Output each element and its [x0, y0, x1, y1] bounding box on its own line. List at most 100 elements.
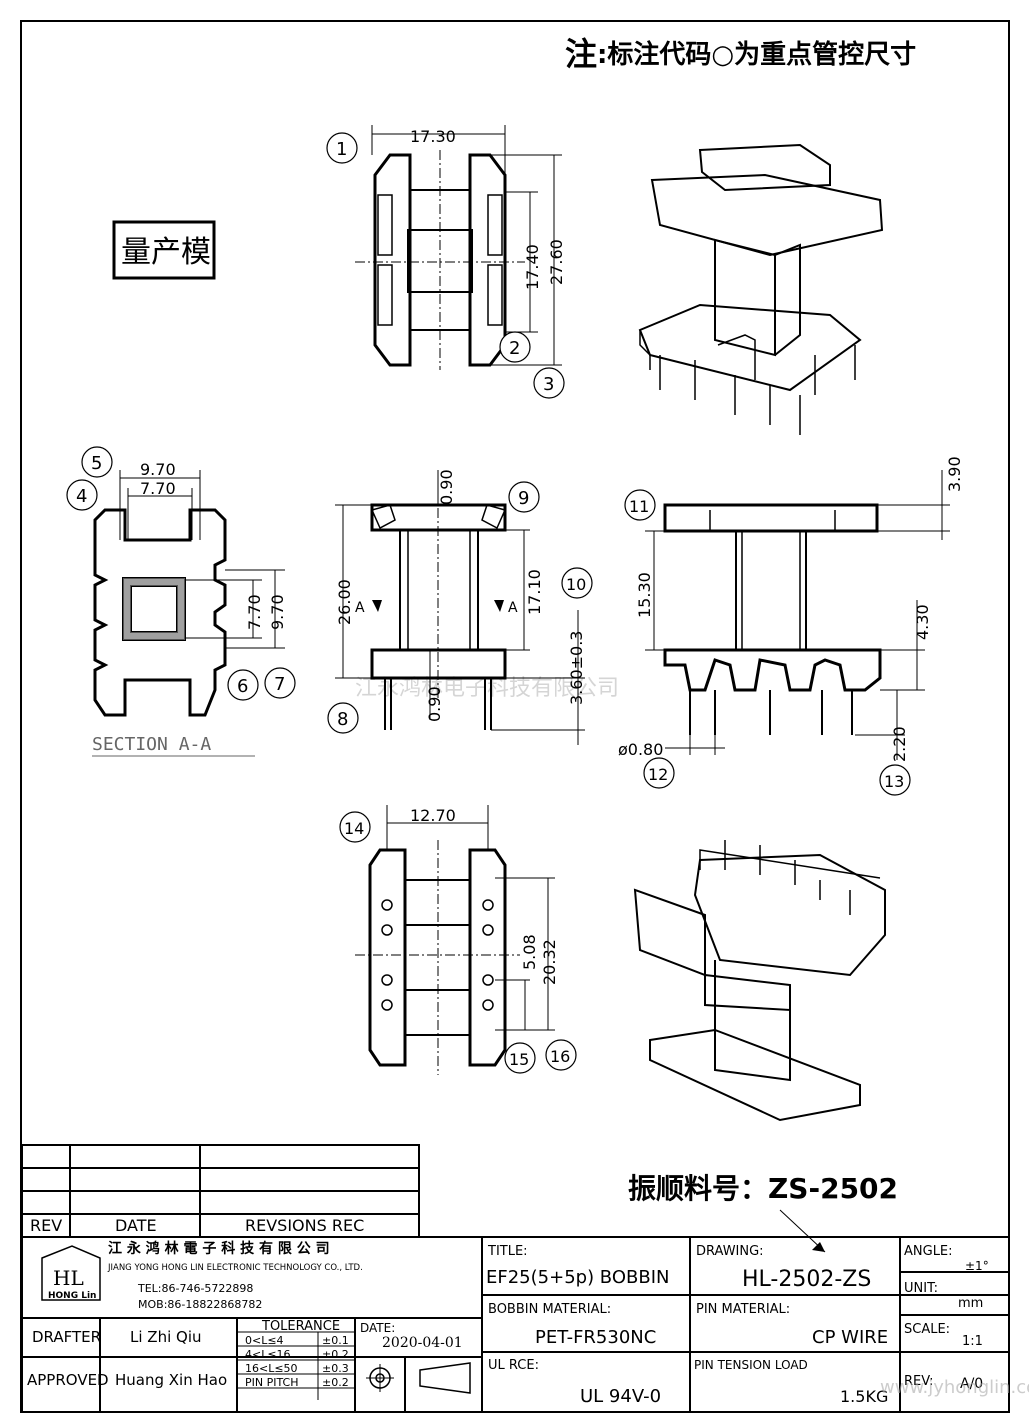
unit-value: mm: [958, 1296, 983, 1311]
date-label: DATE:: [360, 1321, 395, 1335]
ul-value: UL 94V-0: [580, 1386, 661, 1407]
tol-range-3: 16<L≤50: [245, 1362, 298, 1375]
dim-section-inner-height: 7.70: [245, 594, 264, 630]
tolerance-label: TOLERANCE: [261, 1319, 340, 1334]
section-view: 9.70 7.70 7.70 9.70 SECTION A-A: [92, 460, 287, 757]
dim-top-total-height: 27.60: [547, 239, 566, 285]
dim-front-bottom-thickness: 0.90: [425, 686, 444, 722]
pin-tension-value: 1.5KG: [840, 1387, 888, 1406]
projection-symbol: [366, 1362, 471, 1394]
dim-top-inner-height: 17.40: [523, 244, 542, 290]
rev-label: REV:: [904, 1374, 933, 1389]
dim-side-flange-height: 3.90: [945, 456, 964, 492]
revision-table: REV DATE REVSIONS REC: [21, 1144, 420, 1238]
tol-range-4: PIN PITCH: [245, 1376, 299, 1389]
pin-tension-label: PIN TENSION LOAD: [694, 1358, 808, 1372]
bobbin-material-value: PET-FR530NC: [535, 1327, 656, 1348]
pin-material-label: PIN MATERIAL:: [696, 1302, 790, 1317]
approved-value: Huang Xin Hao: [115, 1371, 227, 1389]
balloon-15: 15: [509, 1050, 529, 1069]
watermark-center: 江永鸿林电子科技有限公司: [355, 676, 619, 701]
dim-side-pin-dia: ø0.80: [618, 740, 663, 759]
title-label: TITLE:: [487, 1244, 528, 1259]
dim-front-window: 17.10: [525, 569, 544, 615]
company-tel: TEL:86-746-5722898: [137, 1282, 253, 1295]
tol-value-3: ±0.3: [322, 1362, 349, 1375]
scale-label: SCALE:: [904, 1322, 950, 1337]
rev-value: A/0: [960, 1376, 983, 1392]
balloon-3: 3: [543, 374, 554, 395]
dim-bottom-span: 20.32: [540, 939, 559, 985]
company-name-en: JIANG YONG HONG LIN ELECTRONIC TECHNOLOG…: [107, 1263, 363, 1273]
balloon-16: 16: [550, 1047, 570, 1066]
tol-value-1: ±0.1: [322, 1334, 349, 1347]
tol-value-2: ±0.2: [322, 1348, 349, 1361]
angle-label: ANGLE:: [904, 1244, 953, 1259]
date-value: 2020-04-01: [382, 1335, 463, 1351]
section-outline: [93, 508, 227, 717]
dim-front-pin-length: 3.60±0.3: [567, 631, 586, 705]
angle-value: ±1°: [965, 1259, 989, 1273]
title-value: EF25(5+5p) BOBBIN: [486, 1267, 669, 1288]
balloon-4: 4: [76, 486, 87, 507]
tol-range-1: 0<L≤4: [245, 1334, 284, 1347]
iso-view-bottom: [633, 840, 886, 1122]
tol-value-4: ±0.2: [322, 1376, 349, 1389]
balloon-6: 6: [237, 676, 248, 697]
dim-front-top-thickness: 0.90: [437, 469, 456, 505]
revisions-header: REVSIONS REC: [245, 1216, 364, 1235]
drafter-label: DRAFTER: [32, 1328, 101, 1346]
dim-section-outer-height: 9.70: [268, 594, 287, 630]
logo-letters: HL: [53, 1266, 84, 1290]
date-header: DATE: [115, 1216, 157, 1235]
balloon-9: 9: [518, 488, 529, 509]
section-mark-left: A: [355, 600, 365, 616]
unit-label: UNIT:: [904, 1281, 938, 1296]
ul-label: UL RCE:: [488, 1358, 539, 1373]
dim-top-width: 17.30: [410, 127, 456, 146]
balloon-5: 5: [91, 453, 102, 474]
approved-label: APPROVED: [27, 1371, 109, 1389]
balloon-11: 11: [629, 497, 649, 516]
dim-bottom-width: 12.70: [410, 806, 456, 825]
watermark-corner: www.jyhonglin.com.cn: [880, 1377, 1029, 1398]
balloon-2: 2: [509, 338, 520, 359]
mass-production-label: 量产模: [121, 235, 211, 270]
part-number: 振顺料号：ZS-2502: [628, 1172, 898, 1205]
top-view-right-flange: [468, 153, 507, 367]
logo-text: HONG Lin: [48, 1291, 96, 1301]
dim-side-pin-extra: 2.20: [890, 726, 909, 762]
section-mark-right: A: [508, 600, 518, 616]
section-label: SECTION A-A: [92, 734, 211, 755]
bottom-view: 12.70 5.08 20.32: [355, 805, 559, 1075]
dim-bottom-pitch: 5.08: [520, 934, 539, 970]
balloon-10: 10: [566, 575, 586, 594]
balloon-7: 7: [274, 674, 285, 695]
note-prefix: 注: [565, 35, 597, 73]
front-view: A A 26.00 0.90 17.10 3.60±0.3 0.90: [335, 469, 586, 745]
side-view: 3.90 15.30 4.30 2.20 ø0.80: [618, 456, 964, 762]
drafter-value: Li Zhi Qiu: [130, 1328, 202, 1346]
dim-section-inner-width: 7.70: [140, 479, 176, 498]
mass-production-box: [112, 220, 216, 280]
tol-range-2: 4<L≤16: [245, 1348, 291, 1361]
pin-material-value: CP WIRE: [812, 1327, 888, 1348]
bobbin-material-label: BOBBIN MATERIAL:: [488, 1302, 611, 1317]
note-text: :标注代码○为重点管控尺寸: [597, 39, 916, 70]
dim-section-outer-width: 9.70: [140, 460, 176, 479]
balloon-1: 1: [336, 139, 347, 160]
dim-side-base-height: 4.30: [913, 604, 932, 640]
drawing-label: DRAWING:: [696, 1244, 764, 1259]
company-mob: MOB:86-18822868782: [138, 1298, 262, 1311]
balloon-8: 8: [337, 709, 348, 730]
balloon-14: 14: [344, 819, 364, 838]
company-name-cn: 江 永 鸿 林 電 子 科 技 有 限 公 司: [108, 1240, 330, 1257]
top-view-left-flange: [373, 153, 412, 367]
title-block: HL HONG Lin 江 永 鸿 林 電 子 科 技 有 限 公 司 JIAN…: [21, 1236, 1010, 1413]
balloon-12: 12: [648, 765, 668, 784]
iso-view-top: [638, 143, 884, 435]
top-view: 17.30 17.40 27.60: [355, 125, 566, 370]
balloon-13: 13: [884, 772, 904, 791]
company-logo: [41, 1245, 101, 1301]
